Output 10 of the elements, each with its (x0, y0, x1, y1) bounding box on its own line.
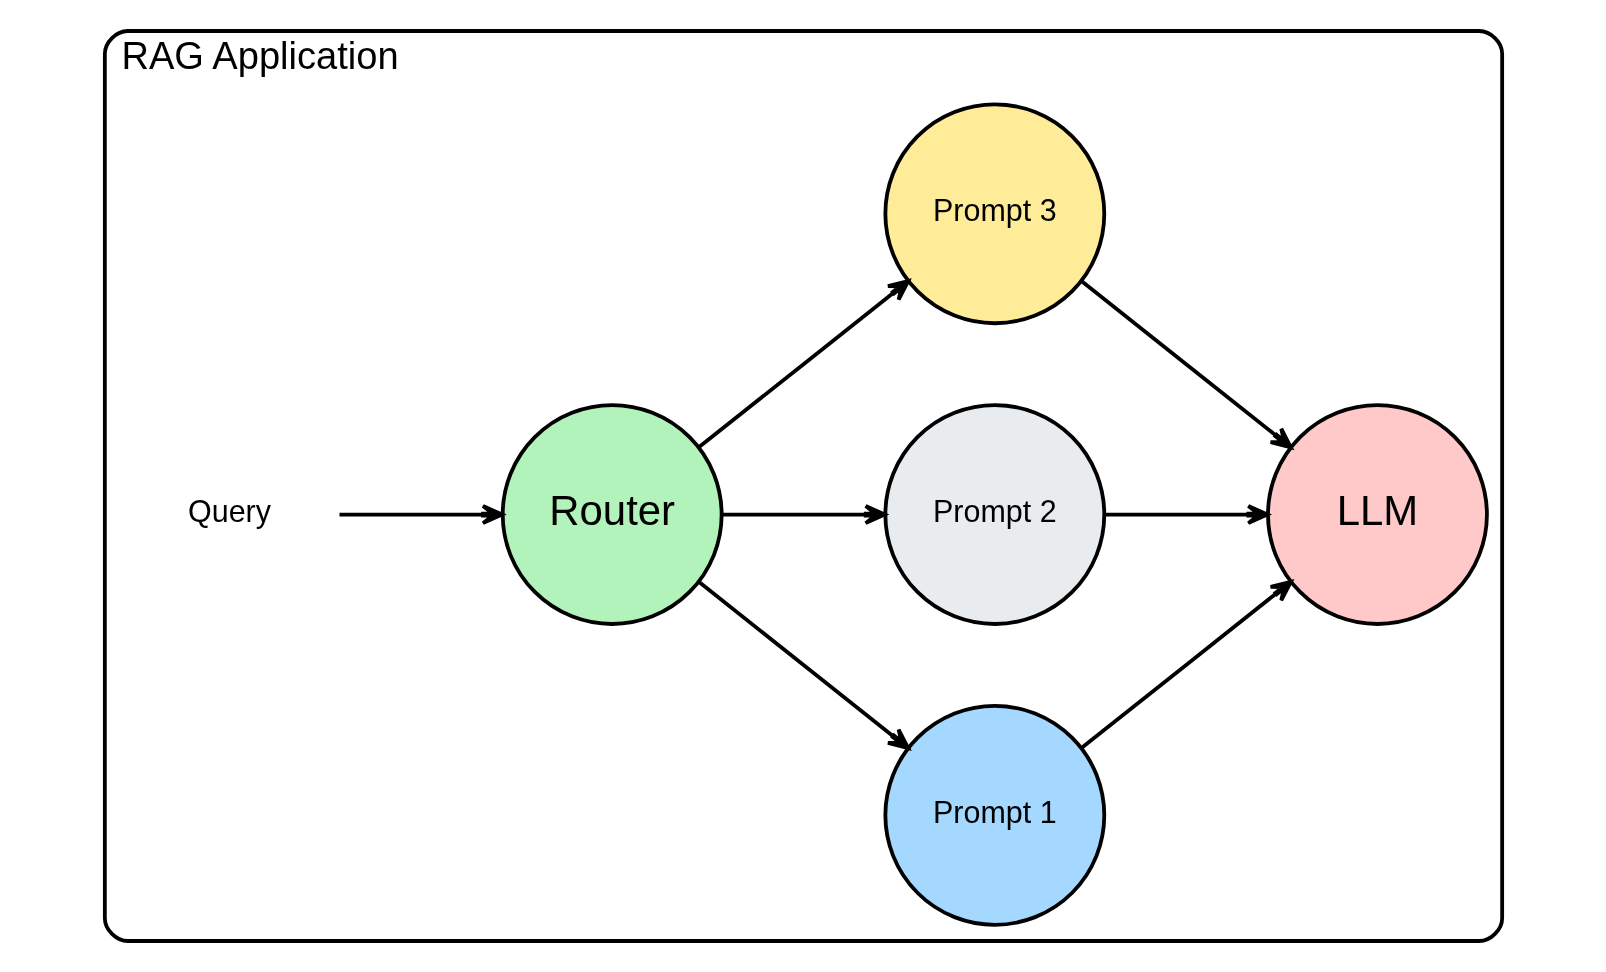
arrow (721, 504, 887, 526)
arrow (1080, 579, 1293, 750)
arrow (339, 504, 504, 526)
arrow (697, 580, 910, 750)
node-text: Query (187, 493, 271, 528)
arrow (1080, 279, 1293, 450)
node-circle: Prompt 2 (882, 403, 1106, 626)
arrow (697, 279, 910, 449)
node-circle: Router (500, 403, 724, 626)
arrow (1104, 504, 1269, 526)
